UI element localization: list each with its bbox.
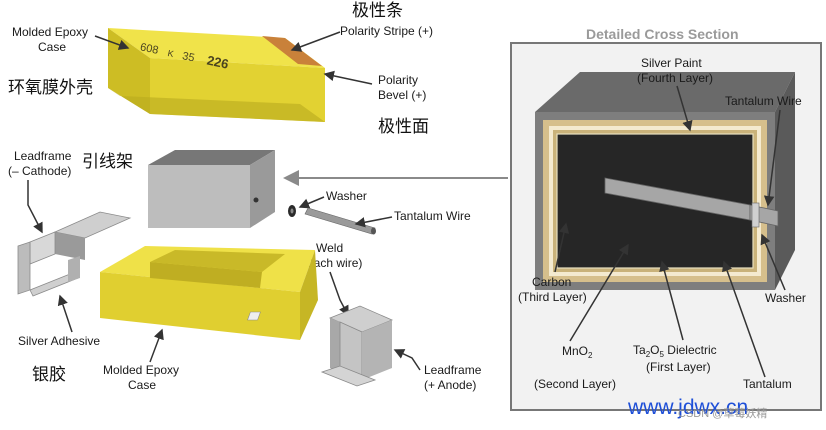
label-silver-adhesive: Silver Adhesive [18, 334, 100, 348]
label-cn-leadframe: 引线架 [82, 152, 133, 172]
washer-section [751, 202, 760, 228]
watermark-site: www.jdwx.cn [627, 396, 748, 419]
label-molded-epoxy-bottom-2: Case [128, 378, 156, 392]
cs-label-mno2-1: MnO2 [562, 344, 593, 360]
cs-label-mno2-2: (Second Layer) [534, 377, 616, 391]
layer-dielectric [556, 133, 754, 269]
cs-label-silver-paint-1: Silver Paint [641, 56, 702, 70]
cs-label-washer: Washer [765, 291, 806, 305]
cs-label-tantalum-wire: Tantalum Wire [725, 94, 802, 108]
tantalum-body [148, 150, 275, 228]
cs-label-dielectric-1: Ta2O5 Dielectric [633, 343, 717, 359]
watermark-small: CSDN @草莓妖精 [678, 406, 767, 420]
label-polarity-stripe: Polarity Stripe (+) [340, 24, 433, 38]
label-washer: Washer [326, 189, 367, 203]
chip-markings: 226 35 K 608 [139, 41, 230, 71]
label-leadframe-cathode-2: (– Cathode) [8, 164, 71, 178]
svg-text:226: 226 [206, 52, 230, 71]
label-tantalum-wire: Tantalum Wire [394, 209, 471, 223]
washer [288, 205, 296, 217]
cs-label-silver-paint-2: (Fourth Layer) [637, 71, 713, 85]
label-cn-silver-glue: 银胶 [32, 365, 66, 385]
label-weld-1: Weld [316, 241, 343, 255]
label-cn-polarity-face: 极性面 [378, 117, 429, 137]
capacitor-top: 226 35 K 608 [108, 28, 325, 122]
leadframe-cathode [17, 211, 132, 297]
label-molded-epoxy-bottom-1: Molded Epoxy [103, 363, 179, 377]
cross-section-title: Detailed Cross Section [586, 26, 739, 42]
label-leadframe-anode-1: Leadframe [424, 363, 482, 377]
tantalum-wire [304, 207, 376, 235]
cs-label-tantalum: Tantalum [743, 377, 792, 391]
cs-label-carbon-2: (Third Layer) [518, 290, 587, 304]
cross-section-panel: Detailed Cross Section [510, 26, 822, 411]
svg-text:608: 608 [139, 41, 159, 57]
label-leadframe-cathode-1: Leadframe [14, 149, 72, 163]
leadframe-anode [247, 305, 394, 387]
cs-label-carbon-1: Carbon [532, 275, 571, 289]
svg-text:35: 35 [181, 50, 195, 64]
label-cn-polarity-stripe: 极性条 [352, 1, 403, 21]
label-leadframe-anode-2: (+ Anode) [424, 378, 476, 392]
label-polarity-bevel-1: Polarity [378, 73, 418, 87]
svg-text:K: K [167, 48, 175, 59]
label-cn-epoxy-shell: 环氧膜外壳 [8, 78, 93, 98]
label-molded-epoxy-top-2: Case [38, 40, 66, 54]
cs-label-dielectric-2: (First Layer) [646, 360, 711, 374]
molded-case-bottom [100, 246, 318, 340]
label-polarity-bevel-2: Bevel (+) [378, 88, 426, 102]
label-molded-epoxy-top-1: Molded Epoxy [12, 25, 88, 39]
